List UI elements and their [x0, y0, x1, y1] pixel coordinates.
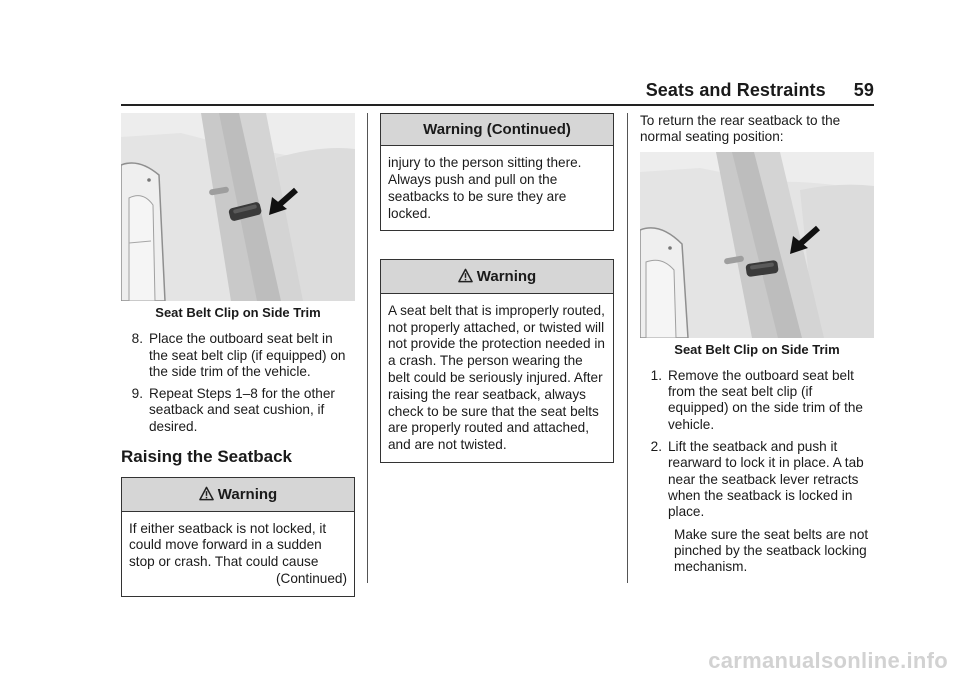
seat-belt-clip-illustration: [640, 151, 874, 338]
step-text: Remove the outboard seat belt from the s…: [668, 367, 863, 432]
step-text: Lift the seatback and push it rearward t…: [668, 439, 864, 520]
warning-box: Warning A seat belt that is improperly r…: [380, 259, 614, 463]
warning-box: Warning If either seatback is not locked…: [121, 477, 355, 597]
header-rule: [121, 104, 874, 106]
warning-icon: [457, 269, 473, 283]
seat-belt-clip-illustration: [121, 113, 355, 301]
warning-continued-box: Warning (Continued) injury to the person…: [380, 113, 614, 232]
column-divider-1: [367, 113, 368, 583]
warning-header: Warning (Continued): [381, 114, 613, 147]
warning-header: Warning: [122, 478, 354, 512]
step-number: 9.: [131, 386, 143, 402]
page-number: 59: [853, 80, 874, 100]
column-3: To return the rear seatback to the norma…: [640, 113, 874, 575]
warning-header: Warning: [381, 260, 613, 294]
step-text: Repeat Steps 1–8 for the other seatback …: [149, 386, 335, 434]
step-9: 9. Repeat Steps 1–8 for the other seatba…: [121, 386, 355, 435]
section-title: Raising the Seatback: [121, 447, 293, 467]
continued-label: (Continued): [275, 571, 347, 587]
figure-caption: Seat Belt Clip on Side Trim: [674, 341, 840, 357]
step-number: 2.: [650, 439, 662, 455]
step-text: Place the outboard seat belt in the seat…: [149, 331, 346, 379]
step-number: 1.: [650, 367, 662, 383]
watermark: carmanualsonline.info: [708, 648, 948, 673]
warning-title: Warning: [217, 486, 278, 504]
section-header-title: Seats and Restraints: [645, 80, 826, 100]
step-8: 8. Place the outboard seat belt in the s…: [121, 331, 355, 380]
figure-caption: Seat Belt Clip on Side Trim: [155, 305, 321, 320]
step-1: 1. Remove the outboard seat belt from th…: [640, 368, 874, 433]
warning-title: Warning: [476, 268, 537, 286]
warning-body: If either seatback is not locked, it cou…: [122, 512, 354, 596]
column-divider-2: [627, 113, 628, 583]
warning-text: injury to the person sitting there. Alwa…: [388, 155, 582, 221]
warning-icon: [198, 487, 214, 501]
column-2: Warning (Continued) injury to the person…: [380, 113, 614, 463]
intro-text: To return the rear seatback to the norma…: [640, 113, 841, 145]
warning-text: If either seatback is not locked, it cou…: [129, 520, 327, 570]
step-note: Make sure the seat belts are not pinched…: [674, 526, 869, 575]
column-1: Seat Belt Clip on Side Trim 8. Place the…: [121, 113, 355, 597]
step-number: 8.: [131, 331, 143, 347]
warning-text: A seat belt that is improperly routed, n…: [388, 302, 605, 453]
page-header: Seats and Restraints 59: [646, 80, 874, 101]
step-2: 2. Lift the seatback and push it rearwar…: [640, 439, 874, 520]
